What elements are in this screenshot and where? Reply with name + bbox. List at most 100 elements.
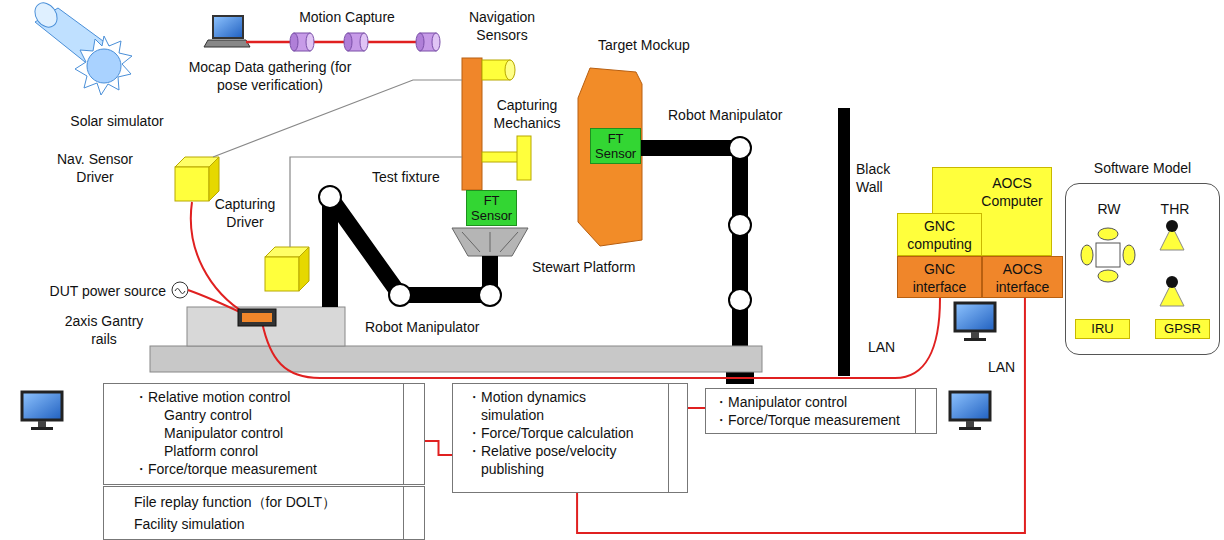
node-text: ・Force/Torque measurement [714,411,936,429]
driver-boxes [175,157,309,291]
node-text: Platform conrol [134,442,424,460]
thruster-icons [1160,220,1184,306]
signal-wires-part [290,157,462,247]
part-label: Target Mockup [598,36,708,54]
software-model: Software ModelIRU GPSR [1065,157,1220,355]
node-text: Facility simulation [134,513,424,535]
column-rule [403,487,404,539]
part-label: Robot Manipulator [668,106,808,124]
part-label: LAN [988,358,1020,376]
stewart-platform-part [462,232,518,252]
node-text: GNC interface [913,260,967,296]
part-label: Navigation Sensors [462,8,542,44]
reaction-wheel-icon-part [1081,245,1093,265]
part-label: RW [1094,200,1124,218]
node-text: ・Relative pose/velocity publishing [467,442,641,478]
mocap-cameras-part [416,33,440,51]
computer-function-box: File replay function（for DOLT）Facility s… [103,486,425,540]
left-manipulator-part [479,284,501,306]
stewart-platform-part [452,228,528,256]
mocap-cable [246,41,440,44]
node-text: ・Motion dynamics simulation [467,388,641,424]
left-manipulator-part [319,186,341,208]
model-block: GPSR [1155,319,1210,339]
computer-function-box: ・Manipulator control・Force/Torque measur… [705,388,937,434]
driver-boxes-part [265,247,309,291]
thruster-icons-part [1166,220,1178,232]
solar-simulator-part-part [87,49,121,83]
part-label: 2axis Gantry rails [60,312,148,348]
node-text: ・Force/torque measurement [134,460,424,478]
node-text: File replay function（for DOLT） [134,491,424,513]
power-source-part [172,282,188,298]
part-label: Robot Manipulator [365,318,505,336]
node-text: AOCS interface [996,260,1050,296]
node-text: ・Manipulator control [714,393,936,411]
solar-simulator-part [30,0,61,31]
mocap-cameras [290,33,440,51]
target-mockup [578,68,642,246]
part-label: Mocap Data gathering (for pose verificat… [185,58,355,94]
computer-function-box: ・Relative motion controlGantry controlMa… [103,383,425,485]
gantry-rails-part [150,346,762,372]
part-label: Test fixture [372,168,457,186]
reaction-wheel-icon-part [1098,228,1118,240]
node-text: Software Model [1090,157,1195,177]
column-rule [668,384,669,492]
node-text: FT Sensor [471,193,512,223]
node-text: AOCS Computer [981,174,1042,210]
gnc-computing: GNC computing [897,213,982,256]
column-rule [915,389,916,433]
reaction-wheel-icon [1081,228,1135,282]
node-text: IRU [1078,321,1127,337]
network-switch-part [242,313,272,322]
test-fixture-part [505,60,515,80]
computers-part [22,392,62,430]
thruster-icons-part [1166,276,1178,288]
computers-part [955,303,995,341]
power-source-part [175,289,185,294]
reaction-wheel-icon-part [1096,243,1120,267]
reaction-wheel-icon-part [1123,245,1135,265]
signal-wires [213,80,462,247]
mocap-laptop-part [213,16,243,38]
mocap-laptop [204,16,250,47]
node-text: ・Relative motion control [134,388,424,406]
node-text: GPSR [1158,321,1207,337]
gantry-rails [150,307,762,372]
mocap-cameras-part [344,33,368,51]
computer-function-box: ・Motion dynamics simulation・Force/Torque… [452,383,688,493]
right-manipulator-part [729,214,751,236]
part-label: DUT power source [40,282,166,300]
driver-boxes-part [175,157,219,201]
solar-simulator-part [75,36,132,95]
network-switch [238,309,276,326]
aocs-interface: AOCS interface [982,256,1063,298]
solar-simulator-part-part [75,36,132,95]
part-label: Stewart Platform [532,258,652,276]
part-label: Capturing Mechanics [484,96,570,132]
network-switch-part [238,309,276,326]
test-fixture-part [462,58,482,190]
power-source [172,282,188,298]
black-wall [838,108,850,376]
stewart-platform [452,228,528,256]
gnc-interface: GNC interface [897,256,982,298]
node-text: ・Force/Torque calculation [467,424,641,442]
solar-simulator [30,0,132,95]
lan-cables [188,202,940,378]
test-fixture-part [517,136,531,180]
lan-connector [688,407,705,409]
computers-part [950,392,990,430]
node-text: Manipulator control [134,424,424,442]
lan-cables-part [188,290,244,314]
right-manipulator-part [729,289,751,311]
part-label: LAN [868,338,900,356]
part-label: Solar simulator [62,112,172,130]
part-label: Nav. Sensor Driver [50,150,140,186]
ft-sensor: FT Sensor [590,128,641,164]
part-label: THR [1157,200,1193,218]
model-block: IRU [1075,319,1130,339]
column-rule [403,384,404,484]
part-label: Black Wall [856,160,904,196]
